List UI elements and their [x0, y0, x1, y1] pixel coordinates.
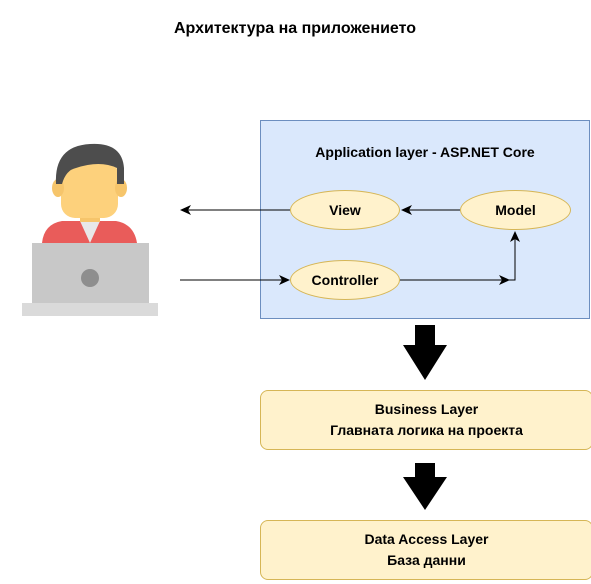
laptop-base — [22, 303, 158, 316]
application-layer-title: Application layer - ASP.NET Core — [315, 144, 535, 160]
user-collar — [80, 221, 100, 243]
controller-node: Controller — [290, 260, 400, 300]
data-access-layer-subtitle: База данни — [387, 552, 466, 568]
diagram-title: Архитектура на приложението — [173, 20, 417, 37]
arrowhead-model-to-view — [401, 205, 412, 215]
data-access-layer-box: Data Access Layer База данни — [260, 520, 591, 580]
model-node: Model — [460, 190, 571, 230]
arrowhead-controller-right — [499, 275, 510, 285]
business-layer-subtitle: Главната логика на проекта — [330, 422, 523, 438]
arrow-controller-to-model — [400, 238, 516, 281]
block-arrow-app-to-business — [403, 325, 447, 380]
user-hair — [55, 143, 124, 184]
arrowhead-user-to-controller — [279, 275, 290, 285]
arrowhead-controller-to-model — [510, 231, 520, 242]
view-node: View — [290, 190, 400, 230]
laptop-camera — [81, 269, 99, 287]
block-arrow-business-to-data — [403, 463, 447, 510]
business-layer-title: Business Layer — [374, 401, 479, 417]
user-face — [61, 160, 118, 218]
data-access-layer-title: Data Access Layer — [364, 531, 489, 547]
arrowhead-view-to-user — [180, 205, 191, 215]
business-layer-box: Business Layer Главната логика на проект… — [260, 390, 591, 450]
